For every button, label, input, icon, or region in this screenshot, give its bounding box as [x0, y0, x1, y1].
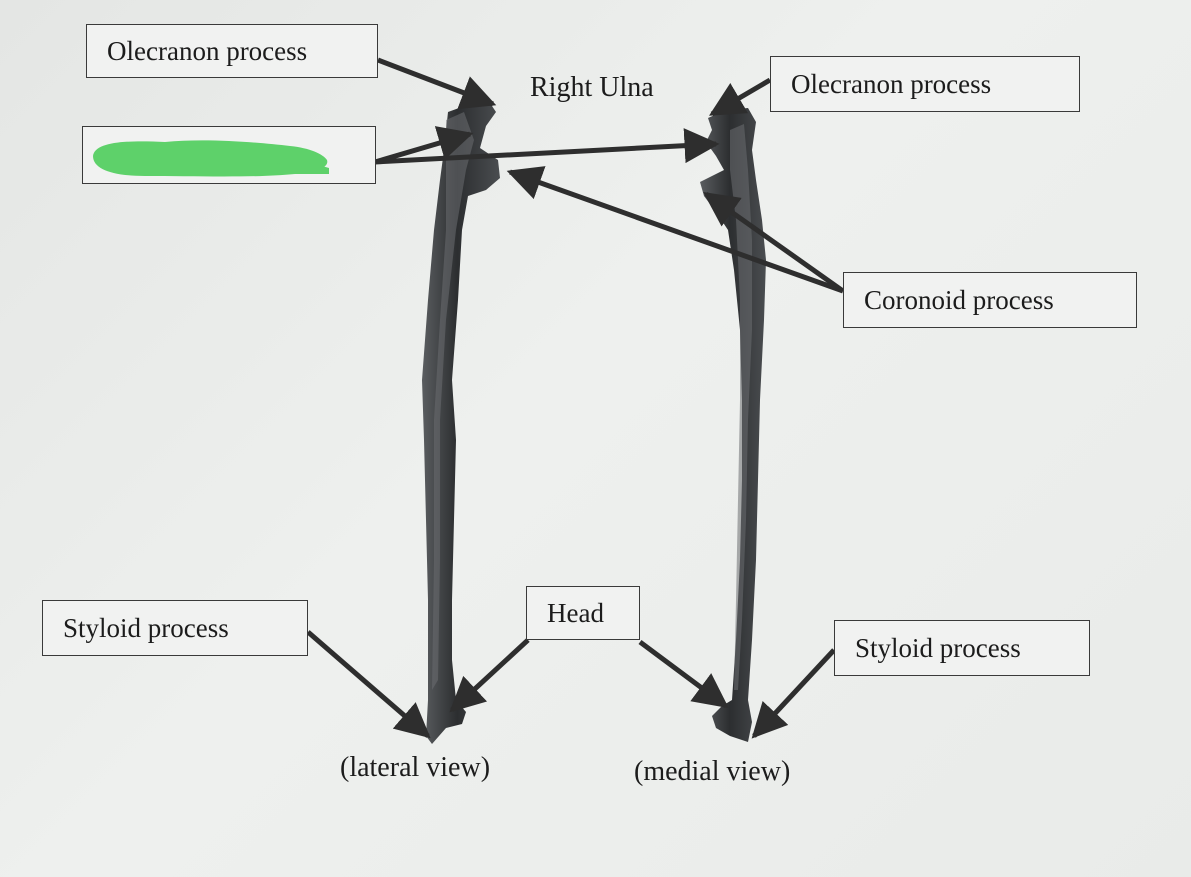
label-head: Head [526, 586, 640, 640]
label-head-text: Head [547, 600, 604, 627]
label-olecranon-process-left: Olecranon process [86, 24, 378, 78]
ulna-medial-bone [700, 108, 766, 742]
label-styloid-process-right-text: Styloid process [855, 635, 1021, 662]
label-olecranon-process-left-text: Olecranon process [107, 38, 307, 65]
caption-medial-view: (medial view) [634, 756, 790, 788]
arrow-head-medial [640, 642, 726, 706]
arrow-styloid-right [754, 650, 834, 736]
arrow-head-lateral [452, 640, 528, 710]
label-styloid-process-left: Styloid process [42, 600, 308, 656]
redaction-scribble [85, 130, 335, 182]
arrow-styloid-left [308, 632, 428, 736]
label-styloid-process-right: Styloid process [834, 620, 1090, 676]
arrow-coronoid-medial [706, 194, 843, 291]
label-coronoid-process: Coronoid process [843, 272, 1137, 328]
arrow-coronoid-lateral [510, 172, 843, 291]
label-coronoid-process-text: Coronoid process [864, 287, 1054, 314]
label-olecranon-process-right-text: Olecranon process [791, 71, 991, 98]
label-redacted-answer-box [82, 126, 376, 184]
caption-lateral-view: (lateral view) [340, 752, 490, 784]
diagram-title: Right Ulna [530, 72, 654, 104]
label-styloid-process-left-text: Styloid process [63, 615, 229, 642]
label-olecranon-process-right: Olecranon process [770, 56, 1080, 112]
arrow-olecranon-left [378, 60, 493, 104]
